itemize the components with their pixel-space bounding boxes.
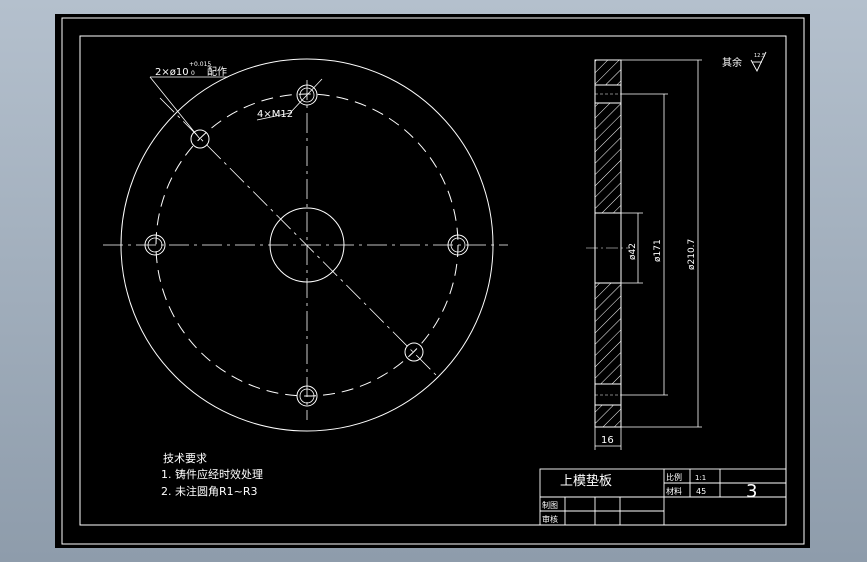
thread-callout: 4×M12: [257, 109, 293, 120]
note-line-2: 2. 未注圆角R1~R3: [161, 484, 258, 498]
leader-pin: [149, 76, 201, 140]
scale-label: 比例: [666, 472, 682, 482]
pin-tolerance-upper: +0.015: [189, 61, 211, 68]
leader-thread-underline: [256, 112, 291, 121]
inner-frame: [79, 35, 787, 526]
leader-thread: [289, 78, 323, 114]
checked-by-label: 审核: [542, 514, 558, 524]
section-dimensions: [594, 59, 702, 450]
threaded-hole-top: [296, 84, 318, 106]
threaded-hole-right: [447, 234, 469, 256]
drawn-by-label: 制图: [542, 500, 558, 510]
thickness-dimension: 16: [601, 435, 614, 446]
part-name: 上模垫板: [560, 473, 612, 489]
surface-finish-value: 12.5: [754, 53, 765, 59]
outer-dimension: ø210.7: [687, 239, 697, 270]
bolt-circle-dimension: ø171: [653, 239, 663, 262]
plan-view: [103, 58, 508, 432]
scale-value: 1:1: [695, 474, 706, 482]
pin-hole-lower: [404, 342, 424, 362]
material-value: 45: [696, 487, 706, 496]
notes-heading: 技术要求: [163, 452, 207, 465]
title-block: [539, 468, 787, 526]
pin-hole-upper: [190, 129, 210, 149]
surface-finish-label: 其余: [722, 56, 742, 69]
bore-dimension: ø42: [628, 243, 638, 260]
note-line-1: 1. 铸件应经时效处理: [161, 467, 263, 481]
threaded-hole-bottom: [296, 385, 318, 407]
surface-finish-icon: [750, 51, 767, 72]
threaded-hole-left: [144, 234, 166, 256]
drawing-sheet: [55, 14, 810, 548]
drawing-number: 3: [746, 481, 757, 502]
section-view: [586, 59, 630, 428]
material-label: 材料: [666, 486, 682, 496]
pin-hole-callout: 2×ø10: [155, 67, 189, 78]
pin-hole-note: 配作: [207, 66, 227, 78]
outer-border: [61, 17, 805, 545]
pin-tolerance-lower: 0: [191, 70, 195, 77]
